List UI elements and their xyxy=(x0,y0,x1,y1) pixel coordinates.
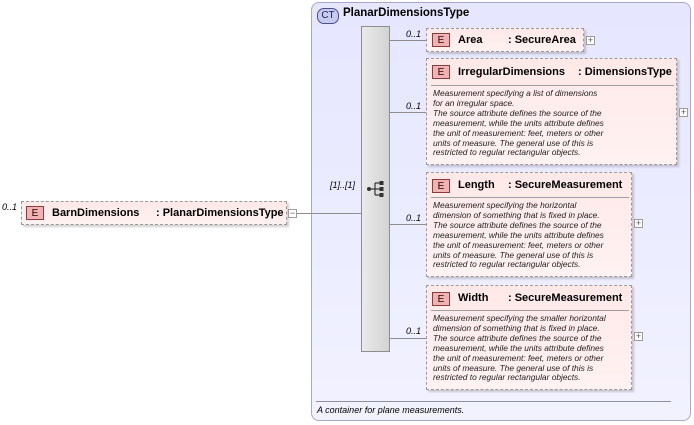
length-element-type: : SecureMeasurement xyxy=(508,179,623,191)
length-description: Measurement specifying the horizontal di… xyxy=(433,200,604,270)
irregular-description: Measurement specifying a list of dimensi… xyxy=(433,88,604,158)
width-element-box[interactable]: E Width : SecureMeasurement Measurement … xyxy=(426,285,632,390)
root-cardinality: 0..1 xyxy=(2,202,18,212)
collapse-icon[interactable]: − xyxy=(288,208,297,218)
area-element-name: Area xyxy=(458,34,483,46)
footer-separator xyxy=(316,401,671,402)
root-element-name: BarnDimensions xyxy=(52,207,140,219)
complex-type-title: PlanarDimensionsType xyxy=(343,7,470,19)
complex-type-badge: CT xyxy=(317,8,339,24)
branch-line-length xyxy=(390,224,426,225)
element-badge: E xyxy=(432,179,450,193)
branch-line-area xyxy=(390,40,426,41)
branch-line-width xyxy=(390,338,426,339)
irregular-element-box[interactable]: E IrregularDimensions : DimensionsType M… xyxy=(426,58,677,165)
width-description: Measurement specifying the smaller horiz… xyxy=(433,313,606,383)
sequence-connector xyxy=(311,213,361,214)
area-element-box[interactable]: E Area : SecureArea xyxy=(426,28,584,52)
complex-type-footer: A container for plane measurements. xyxy=(317,405,465,415)
irregular-element-type: : DimensionsType xyxy=(578,66,672,78)
width-element-type: : SecureMeasurement xyxy=(508,292,623,304)
connector-line xyxy=(297,213,311,214)
branch-line-irregular xyxy=(390,112,426,113)
length-element-name: Length xyxy=(458,179,495,191)
separator xyxy=(431,310,629,311)
element-badge: E xyxy=(432,65,450,79)
expand-icon[interactable]: + xyxy=(634,331,643,341)
expand-icon[interactable]: + xyxy=(679,107,688,117)
sequence-cardinality: [1]..[1] xyxy=(330,180,356,190)
irregular-element-name: IrregularDimensions xyxy=(458,66,565,78)
sequence-icon xyxy=(367,181,384,197)
width-element-name: Width xyxy=(458,292,489,304)
element-badge: E xyxy=(432,33,450,47)
separator xyxy=(431,197,629,198)
width-cardinality: 0..1 xyxy=(406,326,422,336)
length-element-box[interactable]: E Length : SecureMeasurement Measurement… xyxy=(426,172,632,277)
root-element-box[interactable]: E BarnDimensions : PlanarDimensionsType xyxy=(21,201,287,225)
area-cardinality: 0..1 xyxy=(406,29,422,39)
element-badge: E xyxy=(26,206,44,220)
expand-icon[interactable]: + xyxy=(634,218,643,228)
length-cardinality: 0..1 xyxy=(406,213,422,223)
element-badge: E xyxy=(432,292,450,306)
separator xyxy=(431,85,674,86)
root-element-type: : PlanarDimensionsType xyxy=(156,207,284,219)
irregular-cardinality: 0..1 xyxy=(406,101,422,111)
expand-icon[interactable]: + xyxy=(586,35,595,45)
area-element-type: : SecureArea xyxy=(508,34,576,46)
